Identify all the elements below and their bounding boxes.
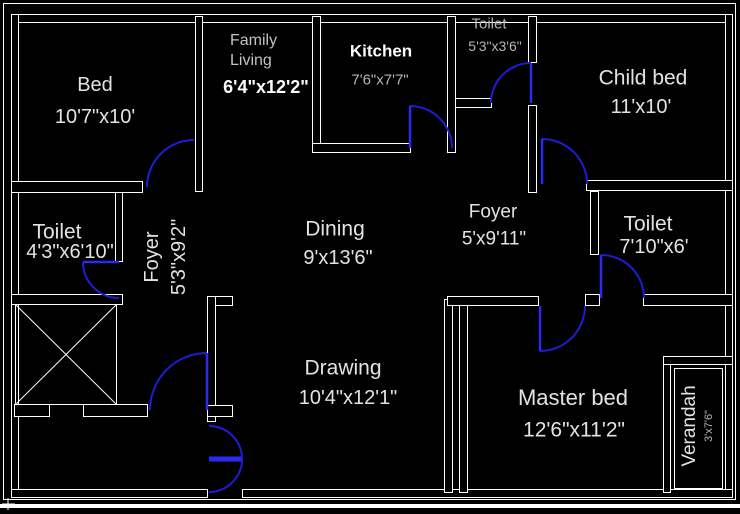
foyer-left-name: Foyer (141, 231, 163, 283)
room-dims-master-bed: 12'6"x11'2" (523, 418, 625, 442)
room-label-toilet-left: Toilet (32, 220, 82, 244)
room-label-bed: Bed (77, 74, 113, 96)
wall-stair-bottom-a (14, 404, 50, 417)
room-label-toilet-top: Toilet (471, 15, 507, 33)
wall-toiletright-left (590, 191, 599, 255)
wall-bed-bottom (11, 181, 143, 193)
room-label-kitchen: Kitchen (349, 41, 413, 61)
room-label-master-bed: Master bed (517, 385, 629, 410)
room-dims-foyer-right: 5'x9'11" (461, 228, 527, 250)
wall-outer-bottom-right (242, 489, 733, 498)
room-label-foyer-left: Foyer 5'3"x9'2" (139, 219, 193, 295)
wall-kitchen-bottom (312, 143, 411, 153)
wall-toilettop-bottom (455, 98, 492, 108)
room-label-child-bed: Child bed (598, 66, 688, 90)
drawing-frame (3, 3, 736, 500)
wall-drawing-right (444, 299, 453, 493)
room-dims-drawing: 10'4"x12'1" (298, 387, 398, 409)
wall-outer-bottom-left (11, 489, 208, 498)
room-label-foyer-right: Foyer (468, 201, 518, 223)
wall-outer-right (725, 14, 733, 498)
verandah-dims: 3'x7'6" (703, 410, 715, 442)
wall-verandah-top (663, 356, 733, 365)
room-dims-dining: 9'x13'6" (303, 247, 373, 269)
verandah-inner-box (674, 368, 723, 489)
room-label-drawing: Drawing (304, 356, 382, 380)
wall-toiletleft-right (115, 183, 123, 262)
wall-verandah-left (663, 358, 671, 493)
verandah-name: Verandah (679, 385, 700, 467)
stair-shaft-box (15, 304, 117, 405)
wall-outer-top (11, 14, 733, 23)
wall-toiletright-bottom (643, 294, 733, 306)
wall-kitchen-toilet (447, 16, 456, 153)
wall-masterbed-left (459, 299, 468, 493)
room-dims-child-bed: 11'x10' (610, 96, 672, 118)
room-label-family-living: Family Living (230, 32, 278, 69)
foyer-left-dims: 5'3"x9'2" (168, 218, 190, 296)
wall-toilet-childbed-top (528, 16, 537, 63)
wall-foyer-childbed (528, 105, 537, 193)
room-label-toilet-right: Toilet (623, 212, 673, 236)
room-dims-bed: 10'7"x10' (54, 106, 136, 128)
wall-childbed-bottom (586, 180, 733, 191)
wall-masterbed-top (447, 296, 539, 306)
wall-outer-left (11, 14, 19, 498)
room-dims-family-living: 6'4"x12'2" (223, 77, 309, 97)
wall-foyer-drawing (207, 296, 216, 422)
wall-toiletright-left-stub (585, 294, 600, 306)
wall-bed-familyliving (195, 16, 203, 192)
room-dims-toilet-right: 7'10"x6' (619, 236, 689, 258)
room-dims-toilet-top: 5'3"x3'6" (468, 38, 522, 54)
room-label-verandah: Verandah 3'x7'6" (679, 385, 715, 466)
room-label-dining: Dining (305, 217, 365, 241)
wall-familyliving-kitchen (312, 16, 321, 148)
wall-foyer-drawing-cap-bottom (207, 405, 233, 417)
wall-stair-bottom-b (83, 404, 148, 417)
drawing-frame-bottom (0, 504, 740, 508)
room-dims-toilet-left: 4'3"x6'10" (26, 241, 114, 263)
room-dims-kitchen: 7'6"x7'7" (351, 71, 409, 89)
